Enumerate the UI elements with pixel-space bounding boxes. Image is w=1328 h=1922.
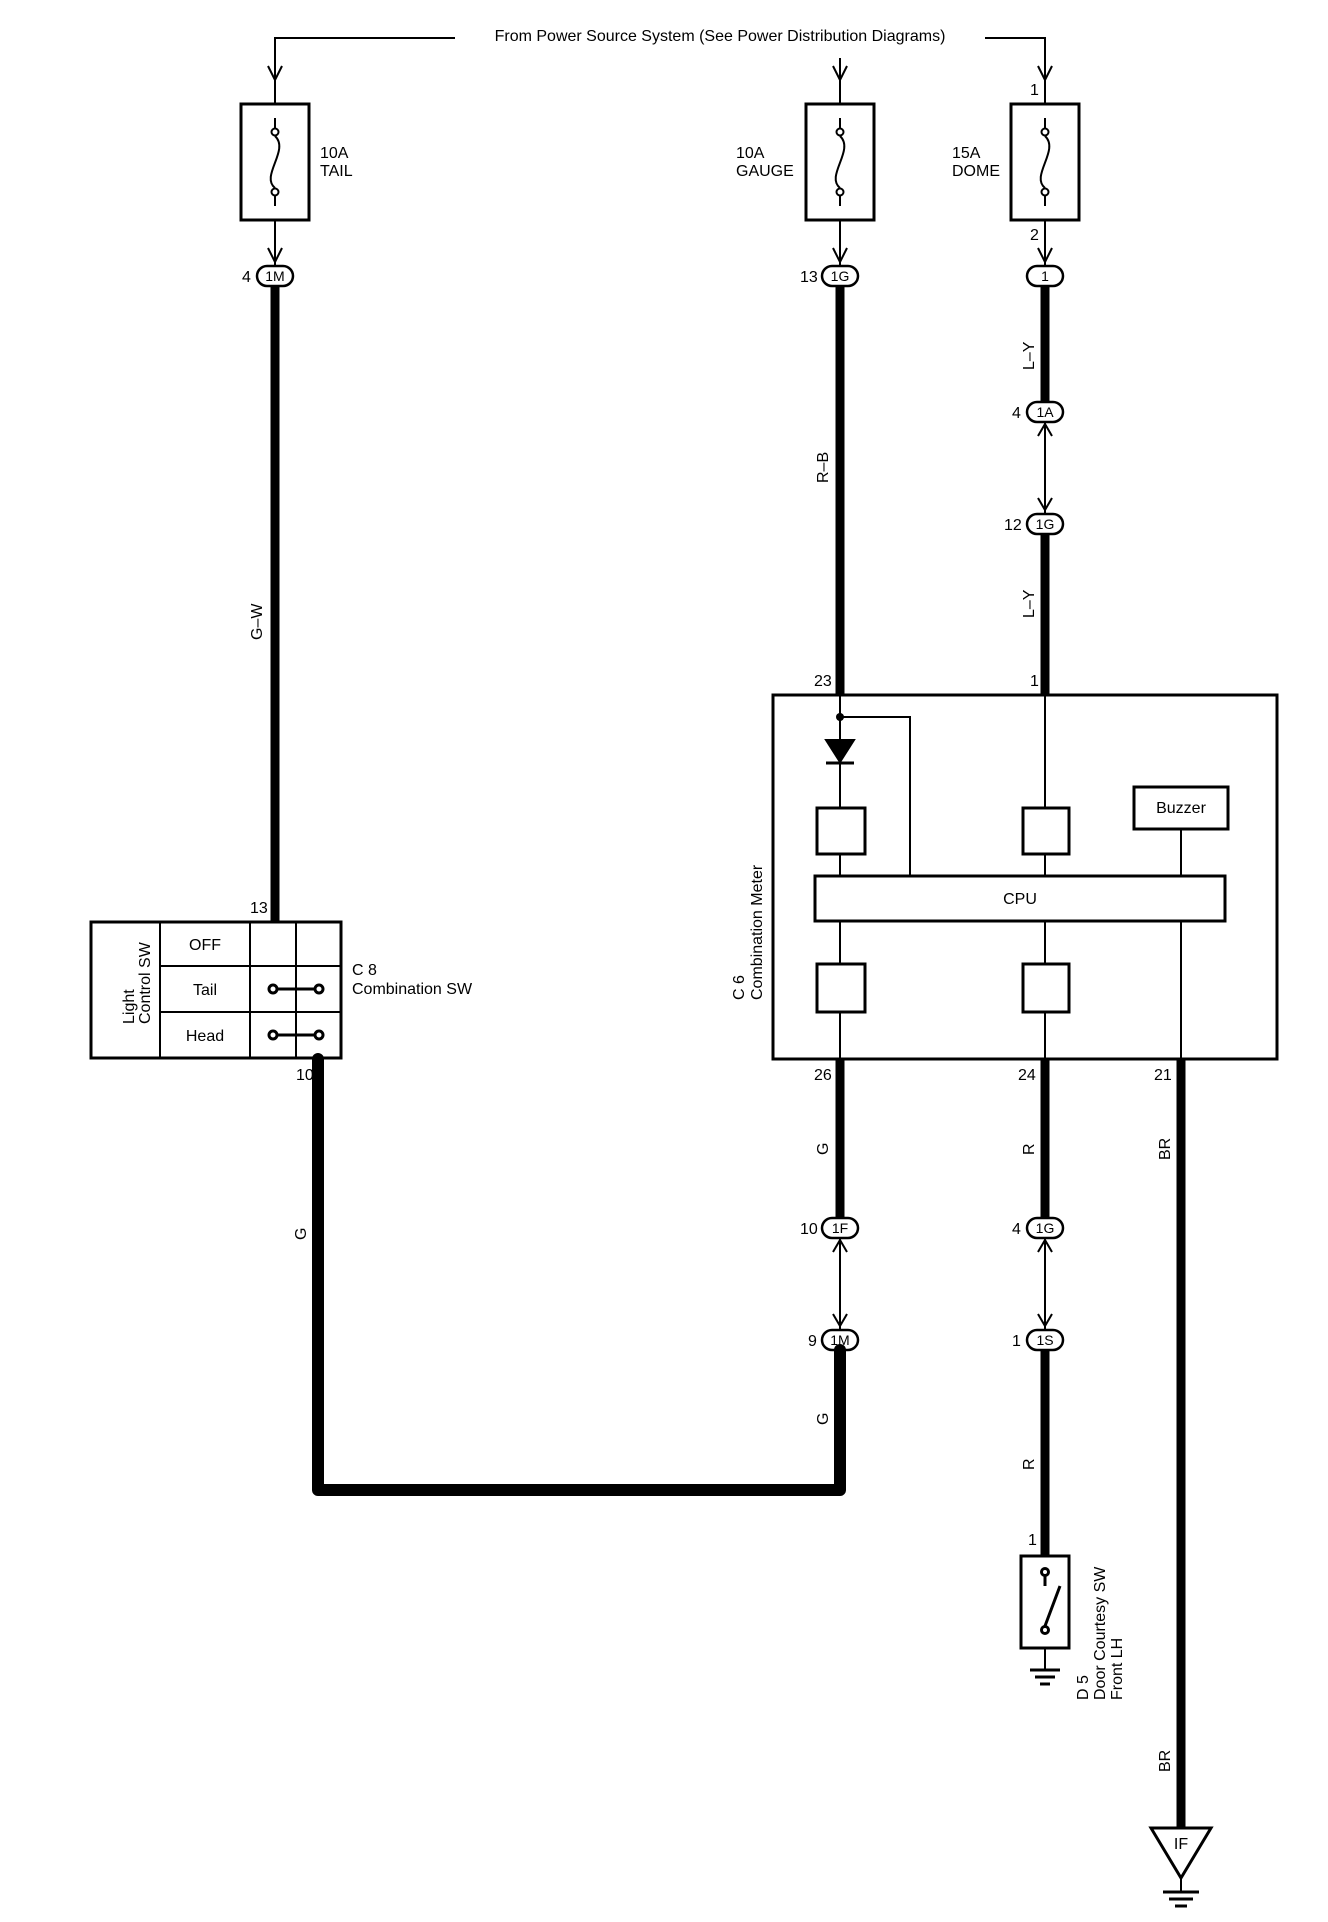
conn-1a-dome-pin: 4: [1012, 405, 1021, 422]
sw-pin-13: 13: [250, 900, 268, 917]
conn-1-dome: 1: [1041, 268, 1049, 284]
meter-g-circuit: G 1F 10 1M 9 G G: [293, 1053, 860, 1496]
conn-1g-dome-pin: 12: [1004, 517, 1022, 534]
cpu-label: CPU: [1003, 891, 1037, 908]
conn-1a-dome: 1A: [1036, 404, 1054, 420]
fuse-dome-pin-out: 2: [1030, 227, 1039, 244]
ground-if-label: IF: [1174, 1836, 1188, 1853]
tail-circuit: 1M 4 G–W 13: [242, 264, 295, 922]
conn-1f-pin: 10: [800, 1221, 818, 1238]
conn-1f: 1F: [832, 1220, 848, 1236]
power-source-label: From Power Source System (See Power Dist…: [495, 28, 946, 45]
fuse-tail: 10A TAIL: [239, 80, 353, 266]
sw-code: C 8: [352, 962, 377, 979]
meter-pin-23: 23: [814, 673, 832, 690]
fuse-tail-name: TAIL: [320, 163, 353, 180]
sw-pin-10: 10: [296, 1067, 314, 1084]
wire-g-2: G: [815, 1413, 832, 1425]
power-source-header: From Power Source System (See Power Dist…: [267, 28, 1053, 83]
door-sw-pin: 1: [1028, 1532, 1037, 1549]
meter-pin-26: 26: [814, 1067, 832, 1084]
conn-1g-door: 1G: [1036, 1220, 1055, 1236]
combination-switch: Light Control SW OFF Tail Head C 8 Combi…: [89, 920, 473, 1084]
wire-ly-1: L–Y: [1021, 341, 1038, 370]
conn-1m-meter: 1M: [830, 1332, 849, 1348]
sw-name: Combination SW: [352, 981, 473, 998]
meter-pin-24: 24: [1018, 1067, 1036, 1084]
fuse-gauge: 10A GAUGE: [736, 80, 876, 266]
conn-1g-door-pin: 4: [1012, 1221, 1021, 1238]
buzzer-br-circuit: BR BR IF: [1148, 1059, 1214, 1908]
conn-1s: 1S: [1036, 1332, 1053, 1348]
meter-name: Combination Meter: [749, 864, 766, 1000]
door-r-circuit: R 1G 4 1S 1 R: [1012, 1059, 1065, 1556]
sw-pos-tail: Tail: [193, 982, 217, 999]
dome-circuit: 1 L–Y 1A 4 1G 12 L–Y 1: [1004, 264, 1065, 695]
meter-pin-21: 21: [1154, 1067, 1172, 1084]
gauge-circuit: 1G 13 R–B 23: [800, 264, 860, 695]
sw-title-line1: Light: [121, 989, 138, 1024]
conn-1m-meter-pin: 9: [808, 1333, 817, 1350]
door-sw-code: D 5: [1075, 1675, 1092, 1700]
door-courtesy-switch: 1 D 5 Door Courtesy SW Front LH: [1019, 1532, 1126, 1700]
fuse-dome-amp: 15A: [952, 145, 981, 162]
buzzer-label: Buzzer: [1156, 800, 1206, 817]
fuse-tail-amp: 10A: [320, 145, 349, 162]
fuse-dome: 1 15A DOME 2: [952, 80, 1081, 266]
fuse-dome-name: DOME: [952, 163, 1000, 180]
fuse-dome-pin-in: 1: [1030, 82, 1039, 99]
conn-1m-tail: 1M: [265, 268, 284, 284]
combination-meter: C 6 Combination Meter Buzzer CPU 26 24 2: [731, 693, 1279, 1084]
wire-r-1: R: [1021, 1143, 1038, 1155]
wire-rb: R–B: [815, 452, 832, 483]
fuse-gauge-amp: 10A: [736, 145, 765, 162]
wire-br-1: BR: [1157, 1138, 1174, 1160]
meter-pin-1: 1: [1030, 673, 1039, 690]
wire-r-2: R: [1021, 1458, 1038, 1470]
conn-1m-tail-pin: 4: [242, 269, 251, 286]
sw-pos-head: Head: [186, 1028, 224, 1045]
wire-ly-2: L–Y: [1021, 589, 1038, 618]
wire-gw: G–W: [249, 603, 266, 640]
wire-g-sw: G: [293, 1228, 310, 1240]
sw-title-line2: Control SW: [137, 941, 154, 1024]
conn-1s-pin: 1: [1012, 1333, 1021, 1350]
wire-br-2: BR: [1157, 1750, 1174, 1772]
wire-g-1: G: [815, 1143, 832, 1155]
door-sw-name-1: Door Courtesy SW: [1092, 1566, 1109, 1700]
meter-code: C 6: [731, 975, 748, 1000]
door-sw-name-2: Front LH: [1109, 1638, 1126, 1700]
conn-1g-gauge: 1G: [831, 268, 850, 284]
conn-1g-dome: 1G: [1036, 516, 1055, 532]
fuse-gauge-name: GAUGE: [736, 163, 794, 180]
conn-1g-gauge-pin: 13: [800, 269, 818, 286]
sw-pos-off: OFF: [189, 937, 221, 954]
